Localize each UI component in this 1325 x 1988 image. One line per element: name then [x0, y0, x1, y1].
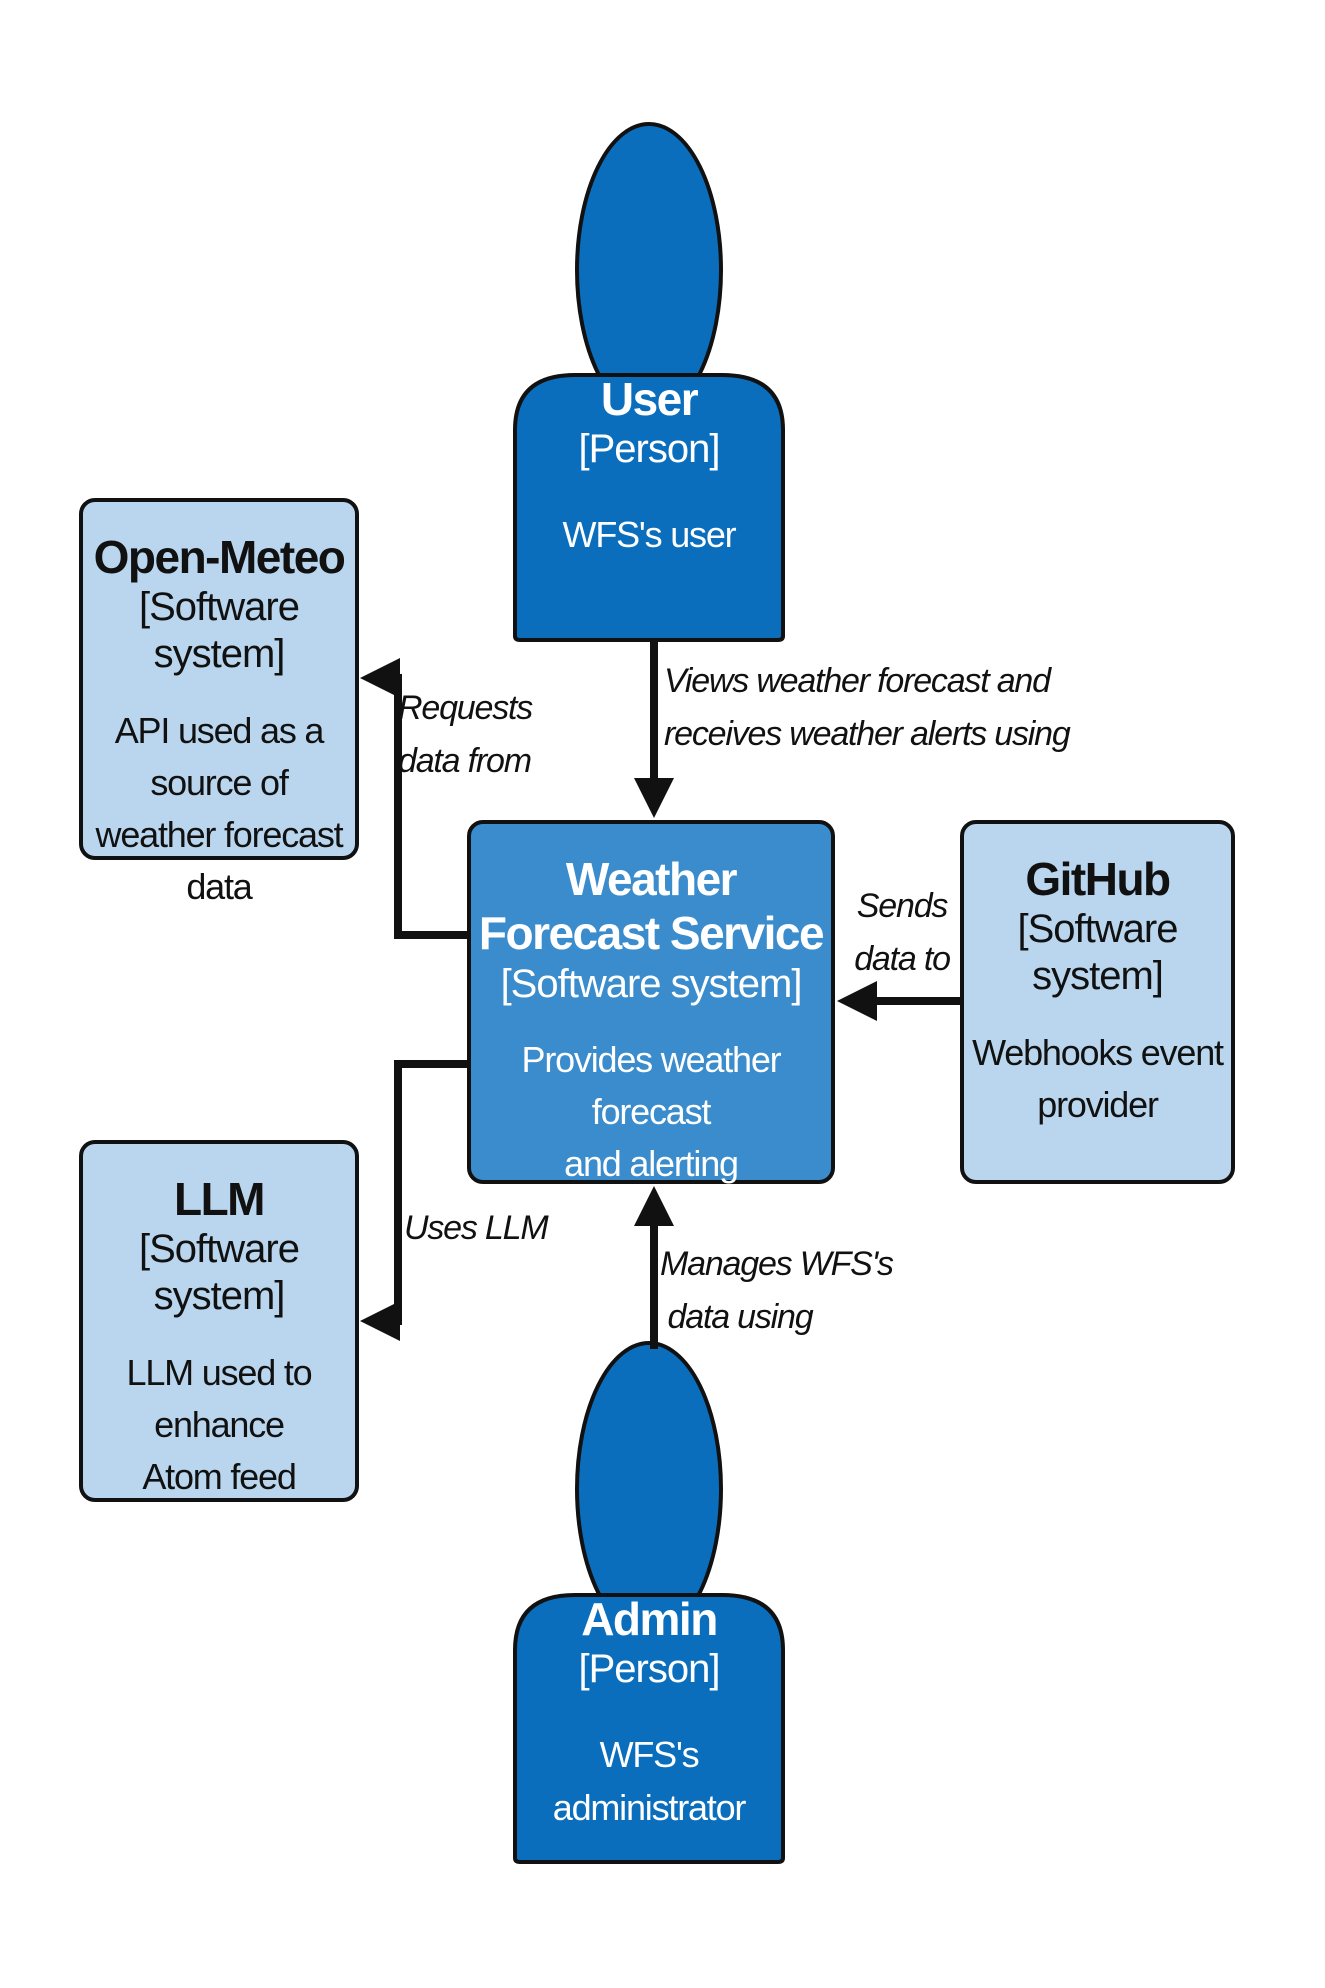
admin-kind: [Person]: [578, 1647, 721, 1692]
github-kind: [Software system]: [1017, 907, 1179, 999]
user-kind: [Person]: [578, 427, 721, 472]
admin-text: Admin [Person] WFS's administrator: [515, 1592, 783, 1834]
open-meteo-description: API used as a source of weather forecast…: [87, 705, 351, 914]
wfs-title: Weather Forecast Service: [478, 853, 825, 960]
llm-title: LLM: [173, 1173, 266, 1225]
wfs-to-open-meteo-label-line-2: data from: [398, 741, 532, 780]
open-meteo-box: [79, 498, 359, 860]
github-description-line-1: Webhooks event: [972, 1031, 1224, 1073]
wfs-kind: [Software system]: [500, 961, 803, 1006]
wfs-box: [467, 820, 835, 1184]
user-description: WFS's user: [562, 514, 737, 556]
github-title: GitHub: [1025, 853, 1171, 905]
llm-kind: [Software system]: [139, 1227, 300, 1319]
llm-text: LLM [Software system] LLM used to enhanc…: [81, 1172, 357, 1503]
user-text: User [Person] WFS's user: [515, 372, 783, 562]
admin-description: WFS's administrator: [552, 1734, 747, 1828]
user-person-shape: [513, 122, 785, 642]
wfs-text: Weather Forecast Service [Software syste…: [469, 852, 833, 1190]
github-to-wfs-label-line-1: Sends: [856, 887, 949, 925]
admin-to-wfs-label: Manages WFS's data using: [660, 1238, 894, 1343]
user-to-wfs-label: Views weather forecast and receives weat…: [664, 655, 1071, 760]
wfs-to-llm-label: Uses LLM: [404, 1202, 549, 1255]
wfs-to-llm-label-line-1: Uses LLM: [404, 1209, 549, 1247]
wfs-to-open-meteo-label-line-1: Requests: [398, 689, 533, 727]
admin-title: Admin: [581, 1593, 718, 1645]
wfs-to-open-meteo-arrow: [360, 658, 469, 939]
wfs-description: Provides weather forecast and alerting: [475, 1034, 827, 1191]
wfs-description-line-1: Provides weather forecast: [521, 1038, 782, 1132]
open-meteo-description-line-1: API used as a source of: [114, 709, 325, 803]
user-to-wfs-label-line-1: Views weather forecast and: [664, 662, 1051, 700]
open-meteo-kind: [Software system]: [139, 585, 300, 677]
admin-to-wfs-label-line-1: Manages WFS's: [660, 1245, 894, 1283]
llm-description: LLM used to enhance Atom feed: [87, 1347, 351, 1504]
wfs-to-open-meteo-label: Requests data from: [398, 682, 533, 787]
llm-box: [79, 1140, 359, 1502]
github-description-line-2: provider: [1037, 1083, 1159, 1125]
open-meteo-title: Open-Meteo: [93, 531, 346, 583]
llm-description-line-1: LLM used to enhance: [126, 1351, 313, 1445]
open-meteo-description-line-2: weather forecast data: [95, 814, 344, 908]
wfs-description-line-2: and alerting: [564, 1143, 739, 1185]
wfs-to-llm-arrow: [360, 1060, 469, 1341]
github-to-wfs-label: Sends data to: [846, 880, 958, 985]
github-description: Webhooks event provider: [968, 1027, 1227, 1131]
llm-description-line-2: Atom feed: [142, 1456, 296, 1498]
github-to-wfs-label-line-2: data to: [854, 939, 951, 978]
open-meteo-text: Open-Meteo [Software system] API used as…: [81, 530, 357, 913]
admin-to-wfs-label-line-2: data using: [667, 1297, 814, 1336]
admin-person-shape: [513, 1341, 785, 1864]
github-text: GitHub [Software system] Webhooks event …: [962, 852, 1233, 1131]
user-to-wfs-label-line-2: receives weather alerts using: [664, 714, 1071, 753]
user-title: User: [600, 373, 699, 425]
